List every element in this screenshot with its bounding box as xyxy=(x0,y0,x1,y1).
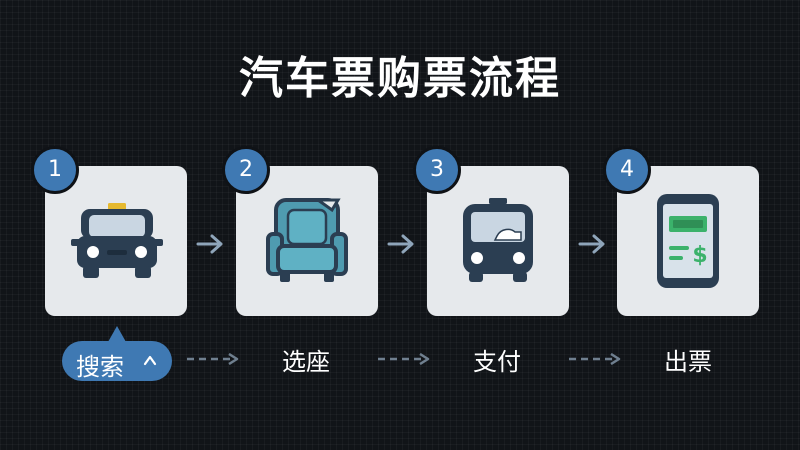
step-card-pay[interactable] xyxy=(427,166,569,316)
bus-seat-icon xyxy=(266,198,348,282)
dashed-arrow-icon xyxy=(569,353,621,365)
dashed-arrow-icon xyxy=(378,353,430,365)
chevron-up-icon xyxy=(143,355,157,366)
dashed-arrow-icon xyxy=(187,353,239,365)
step-badge-3: 3 xyxy=(413,146,461,194)
step-badge-4: 4 xyxy=(603,146,651,194)
phone-ticket-icon: $ xyxy=(657,194,719,288)
bus-icon xyxy=(463,198,533,282)
step-label-search[interactable]: 搜索 xyxy=(76,353,124,381)
arrow-right-icon xyxy=(578,234,605,254)
svg-text:$: $ xyxy=(692,243,707,268)
taxi-icon xyxy=(71,203,163,278)
step-label-ticket[interactable]: 出票 xyxy=(664,348,712,376)
step-label-pay[interactable]: 支付 xyxy=(473,348,521,376)
step-card-search[interactable] xyxy=(45,166,187,316)
arrow-right-icon xyxy=(196,234,223,254)
page-title: 汽车票购票流程 xyxy=(239,53,561,104)
step-badge-2: 2 xyxy=(222,146,270,194)
step-card-ticket[interactable]: $ xyxy=(617,166,759,316)
step-label-seat[interactable]: 选座 xyxy=(282,348,330,376)
arrow-right-icon xyxy=(387,234,414,254)
step-badge-1: 1 xyxy=(31,146,79,194)
step-card-seat[interactable] xyxy=(236,166,378,316)
active-pointer xyxy=(108,326,126,342)
